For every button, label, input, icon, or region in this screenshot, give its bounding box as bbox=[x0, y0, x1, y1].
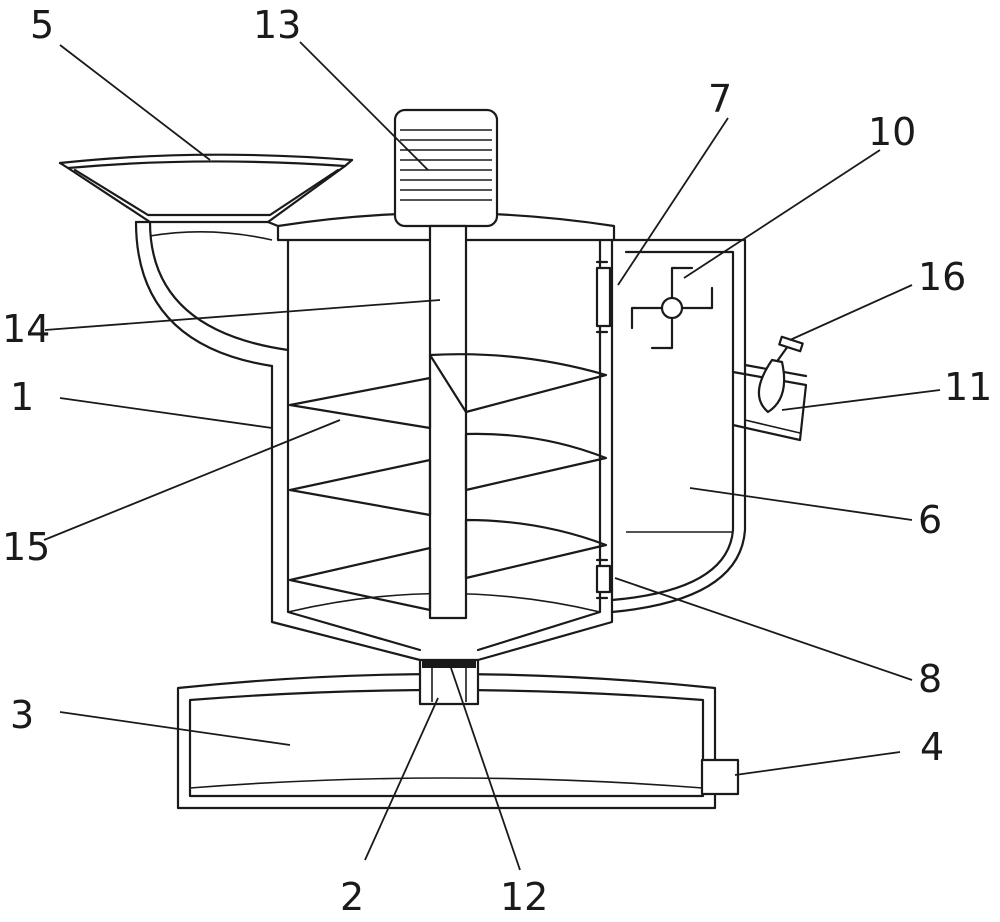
upper-port bbox=[595, 260, 612, 334]
label-6: 6 bbox=[918, 498, 942, 542]
label-13: 13 bbox=[253, 3, 301, 47]
stirring-shaft bbox=[428, 224, 468, 620]
label-10: 10 bbox=[868, 110, 916, 154]
label-7: 7 bbox=[708, 77, 732, 121]
outlet-pipe bbox=[700, 758, 740, 796]
leader-lines bbox=[43, 41, 941, 871]
number-labels: 5 13 7 10 16 11 14 1 15 6 8 3 4 2 12 bbox=[2, 3, 992, 919]
label-8: 8 bbox=[918, 657, 942, 701]
label-5: 5 bbox=[30, 3, 54, 47]
feed-hopper bbox=[58, 153, 354, 368]
motor bbox=[393, 108, 499, 228]
valve-block bbox=[422, 660, 476, 668]
label-1: 1 bbox=[10, 375, 34, 419]
side-outlet bbox=[731, 335, 808, 442]
label-12: 12 bbox=[500, 875, 548, 919]
label-11: 11 bbox=[944, 365, 992, 409]
label-14: 14 bbox=[2, 307, 50, 351]
label-2: 2 bbox=[340, 875, 364, 919]
lower-port bbox=[595, 558, 612, 600]
collection-tank bbox=[176, 672, 717, 810]
label-3: 3 bbox=[10, 693, 34, 737]
side-chamber bbox=[610, 238, 747, 614]
discharge-pipe bbox=[418, 658, 480, 706]
label-4: 4 bbox=[920, 725, 944, 769]
mesh-screw-blades bbox=[288, 353, 608, 612]
label-15: 15 bbox=[2, 525, 50, 569]
fan bbox=[630, 266, 714, 350]
label-16: 16 bbox=[918, 255, 966, 299]
